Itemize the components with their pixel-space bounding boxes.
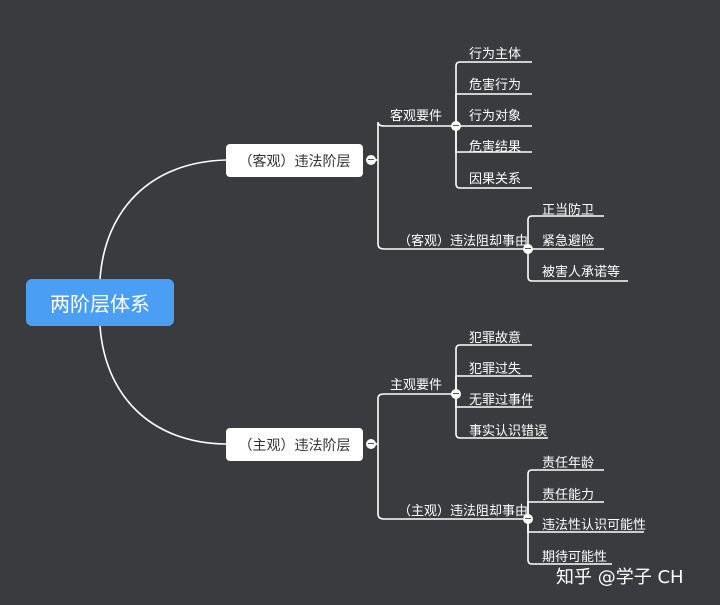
collapse-toggle-icon[interactable] [451,121,461,131]
leaf-node[interactable]: 事实认识错误 [469,424,548,439]
leaf-node[interactable]: 危害行为 [469,78,522,93]
leaf-node[interactable]: 因果关系 [469,172,522,187]
leaf-node[interactable]: 正当防卫 [542,203,595,218]
collapse-toggle-icon[interactable] [523,514,533,524]
leaf-node[interactable]: 无罪过事件 [469,393,535,408]
leaf-node[interactable]: 责任能力 [542,488,595,503]
leaf-node[interactable]: 行为对象 [469,109,522,124]
root-to-branch-subjective [99,325,227,445]
collapse-toggle-icon[interactable] [366,439,376,449]
branch-node-objective[interactable]: （客观）违法阶层 [226,144,363,177]
group-label[interactable]: （客观）违法阻却事由 [398,234,529,249]
collapse-toggle-icon[interactable] [523,244,533,254]
branch-node-subjective[interactable]: （主观）违法阶层 [226,428,363,461]
leaf-node[interactable]: 期待可能性 [542,550,608,565]
group-label[interactable]: 客观要件 [390,109,443,124]
leaf-node[interactable]: 责任年龄 [542,456,595,471]
leaf-node[interactable]: 危害结果 [469,140,522,155]
leaf-node[interactable]: 违法性认识可能性 [542,518,647,533]
leaf-node[interactable]: 紧急避险 [542,234,595,249]
leaf-node[interactable]: 犯罪过失 [469,362,522,377]
collapse-toggle-icon[interactable] [451,389,461,399]
watermark: 知乎 @学子 CH [556,567,684,588]
root-node[interactable]: 两阶层体系 [26,279,174,326]
group-label[interactable]: 主观要件 [390,378,443,393]
leaf-node[interactable]: 犯罪故意 [469,331,522,346]
leaf-node[interactable]: 被害人承诺等 [542,265,621,280]
group-label[interactable]: （主观）违法阻却事由 [398,504,529,519]
root-to-branch-objective [99,159,227,280]
leaf-node[interactable]: 行为主体 [469,47,522,62]
collapse-toggle-icon[interactable] [366,155,376,165]
